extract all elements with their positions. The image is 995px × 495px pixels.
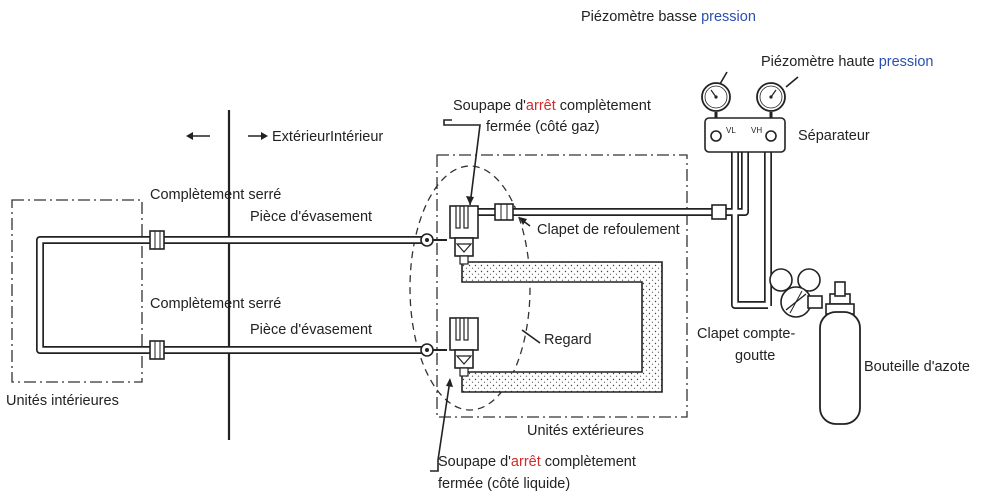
piezometer-low-label: Piézomètre basse pression [581, 9, 756, 25]
pressure-gauge-icon [756, 82, 786, 118]
flare-joint-bottom [420, 343, 434, 357]
separator-label: Séparateur [798, 128, 870, 144]
indoor-units-label: Unités intérieures [6, 393, 119, 409]
pipe-coupling [711, 204, 727, 220]
gas-cylinder-icon [819, 281, 861, 425]
drip-valve-label-line1: Clapet compte- [697, 326, 795, 342]
arrow-right-icon [248, 132, 268, 140]
check-valve-label: Clapet de refoulement [537, 222, 680, 238]
tightened-label-top: Complètement serré [150, 187, 281, 203]
check-valve [494, 203, 514, 221]
flare-label-bottom: Pièce d'évasement [250, 322, 372, 338]
flare-nut-indoor-bottom [149, 340, 165, 360]
liquid-valve-label-line2: fermée (côté liquide) [438, 476, 570, 492]
arrow-left-icon [186, 132, 210, 140]
gas-valve-label-line1: Soupape d'arrêt complètement [453, 98, 651, 114]
sight-glass-label: Regard [544, 332, 592, 348]
indoor-units-boundary [11, 199, 143, 383]
nitrogen-regulator [769, 268, 823, 318]
outdoor-units-label: Unités extérieures [527, 423, 644, 439]
drip-valve-label-line2: goutte [735, 348, 775, 364]
valve-area-dashed-ellipse [409, 165, 531, 411]
exterior-interior-label: ExtérieurIntérieur [272, 129, 383, 145]
gas-valve-label-line2: fermée (côté gaz) [486, 119, 600, 135]
stop-valve-icon [433, 205, 479, 265]
piezometer-high-label: Piézomètre haute pression [761, 54, 934, 70]
pressure-gauge-icon [701, 82, 731, 118]
flare-label-top: Pièce d'évasement [250, 209, 372, 225]
outdoor-units-boundary [436, 154, 688, 418]
flare-joint-top [420, 233, 434, 247]
manifold-separator: VL VH [704, 117, 786, 153]
tightened-label-bottom: Complètement serré [150, 296, 281, 312]
gauge-vh-label: VH [751, 126, 762, 135]
flare-nut-indoor-top [149, 230, 165, 250]
liquid-valve-label-line1: Soupape d'arrêt complètement [438, 454, 636, 470]
nitrogen-bottle-label: Bouteille d'azote [864, 359, 970, 375]
leader-lines [430, 71, 799, 472]
stop-valve-icon [433, 317, 479, 377]
gauge-vl-label: VL [726, 126, 736, 135]
outdoor-unit-coil [461, 261, 663, 393]
